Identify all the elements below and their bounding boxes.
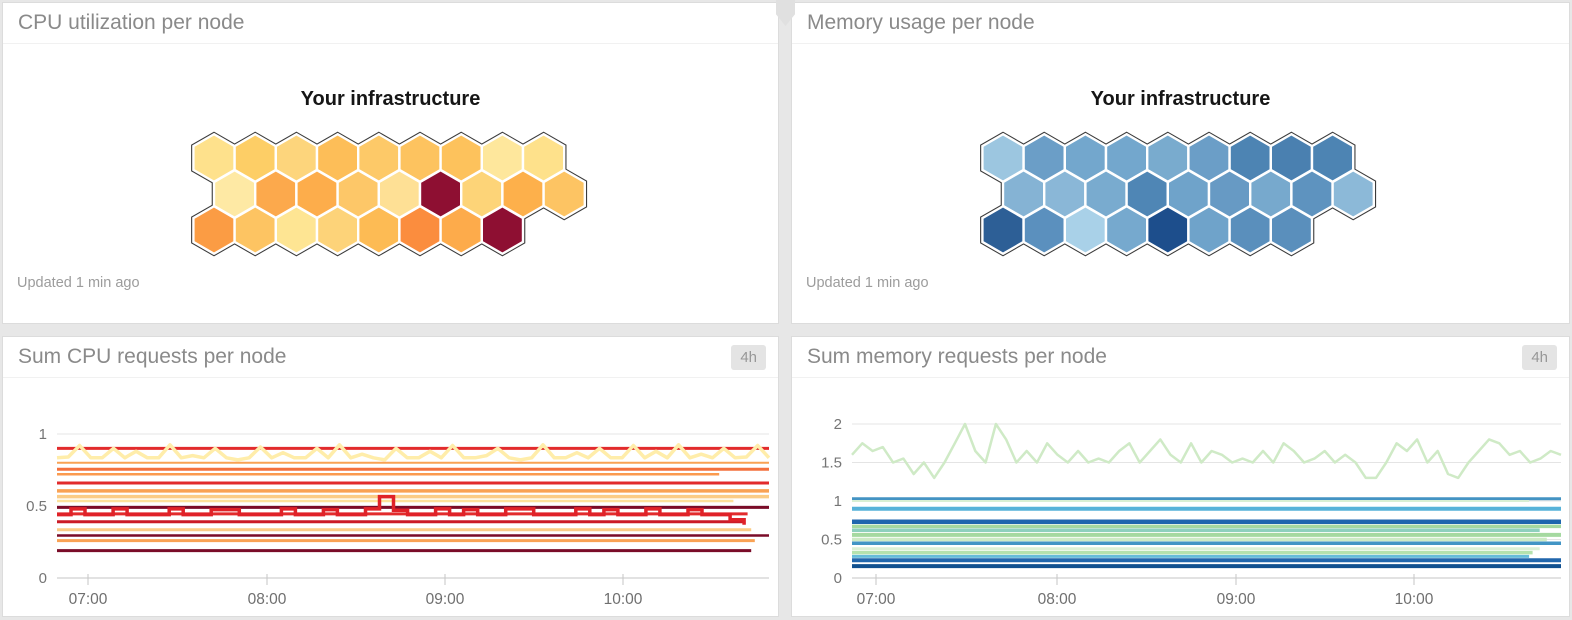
svg-text:10:00: 10:00 bbox=[1395, 591, 1434, 608]
updated-timestamp: Updated 1 min ago bbox=[806, 275, 929, 291]
panel-cpu-utilization: CPU utilization per node Your infrastruc… bbox=[2, 2, 779, 324]
panel-title[interactable]: Memory usage per node bbox=[807, 11, 1035, 34]
panel-header: Sum memory requests per node 4h bbox=[792, 337, 1569, 378]
cpu-requests-chart-canvas[interactable]: 0 0.5 1 07:00 08:00 09:00 10:00 bbox=[3, 378, 778, 616]
svg-text:1.5: 1.5 bbox=[821, 455, 842, 472]
panel-title[interactable]: Sum memory requests per node bbox=[807, 345, 1107, 368]
panel-title[interactable]: CPU utilization per node bbox=[18, 11, 245, 34]
row-collapse-handle[interactable] bbox=[776, 0, 795, 26]
svg-text:07:00: 07:00 bbox=[857, 591, 896, 608]
panel-body: Your infrastructure Updated 1 min ago bbox=[3, 44, 778, 323]
svg-text:10:00: 10:00 bbox=[604, 591, 643, 608]
panel-body: Your infrastructure Updated 1 min ago bbox=[792, 44, 1569, 323]
svg-text:0.5: 0.5 bbox=[821, 532, 842, 549]
panel-memory-usage: Memory usage per node Your infrastructur… bbox=[791, 2, 1570, 324]
time-range-badge: 4h bbox=[1522, 344, 1557, 370]
panel-header: Memory usage per node bbox=[792, 3, 1569, 44]
memory-hexmap-canvas[interactable] bbox=[792, 44, 1569, 323]
panel-title[interactable]: Sum CPU requests per node bbox=[18, 345, 287, 368]
svg-text:2: 2 bbox=[834, 416, 842, 433]
panel-body: 0 0.5 1 07:00 08:00 09:00 10:00 bbox=[3, 378, 778, 616]
updated-timestamp: Updated 1 min ago bbox=[17, 275, 140, 291]
hexmap-title: Your infrastructure bbox=[300, 88, 481, 110]
svg-text:09:00: 09:00 bbox=[1217, 591, 1256, 608]
svg-text:0: 0 bbox=[834, 570, 842, 587]
svg-text:0.5: 0.5 bbox=[26, 498, 47, 515]
cpu-hexmap-canvas[interactable] bbox=[3, 44, 778, 323]
memory-requests-chart-canvas[interactable]: 0 0.5 1 1.5 2 07:00 08:00 09:00 10:00 bbox=[792, 378, 1569, 616]
panel-header: Sum CPU requests per node 4h bbox=[3, 337, 778, 378]
panel-memory-requests: Sum memory requests per node 4h 0 0.5 1 1.5… bbox=[791, 336, 1570, 617]
svg-text:08:00: 08:00 bbox=[248, 591, 287, 608]
hexmap-title: Your infrastructure bbox=[1090, 88, 1271, 110]
svg-text:07:00: 07:00 bbox=[69, 591, 108, 608]
time-range-badge: 4h bbox=[731, 344, 766, 370]
panel-header: CPU utilization per node bbox=[3, 3, 778, 44]
svg-text:1: 1 bbox=[834, 493, 842, 510]
svg-text:08:00: 08:00 bbox=[1038, 591, 1077, 608]
panel-body: 0 0.5 1 1.5 2 07:00 08:00 09:00 10:00 bbox=[792, 378, 1569, 616]
svg-text:0: 0 bbox=[39, 570, 47, 587]
svg-text:1: 1 bbox=[39, 426, 47, 443]
svg-text:09:00: 09:00 bbox=[426, 591, 465, 608]
